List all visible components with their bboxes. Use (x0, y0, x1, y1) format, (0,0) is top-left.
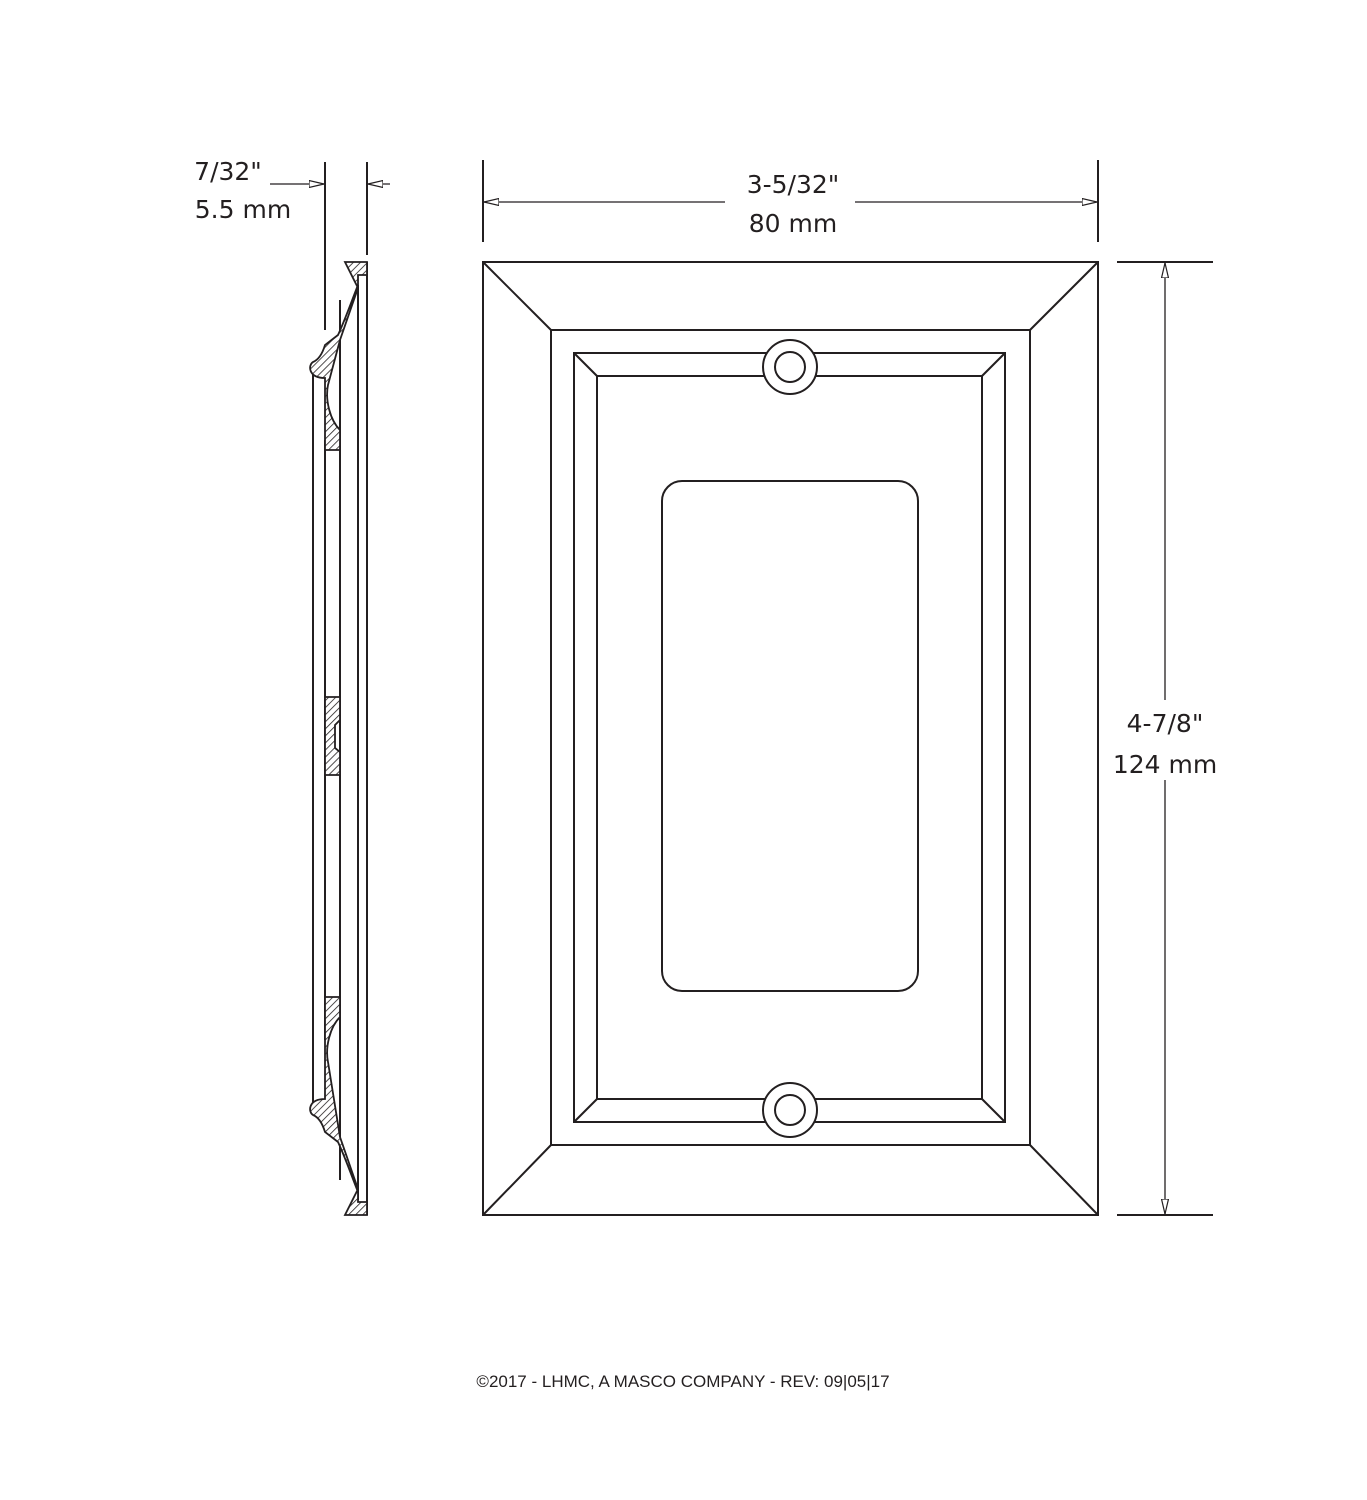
front-view (482, 261, 1099, 1216)
screw-hole-section (324, 696, 341, 776)
bottom-screw-hole (762, 1082, 818, 1138)
height-dimension (1117, 261, 1213, 1216)
depth-metric-label: 5.5 mm (195, 195, 291, 224)
footer-copyright: ©2017 - LHMC, A MASCO COMPANY - REV: 09|… (476, 1372, 889, 1391)
top-screw-hole (762, 339, 818, 395)
width-imperial-label: 3-5/32" (747, 170, 840, 199)
width-dimension (482, 160, 1099, 242)
depth-imperial-label: 7/32" (194, 157, 262, 186)
decora-opening (661, 480, 919, 992)
height-imperial-label: 4-7/8" (1127, 709, 1204, 738)
height-metric-label: 124 mm (1113, 750, 1217, 779)
plate-outline (482, 261, 1099, 1216)
side-profile (270, 162, 390, 1216)
width-metric-label: 80 mm (749, 209, 837, 238)
